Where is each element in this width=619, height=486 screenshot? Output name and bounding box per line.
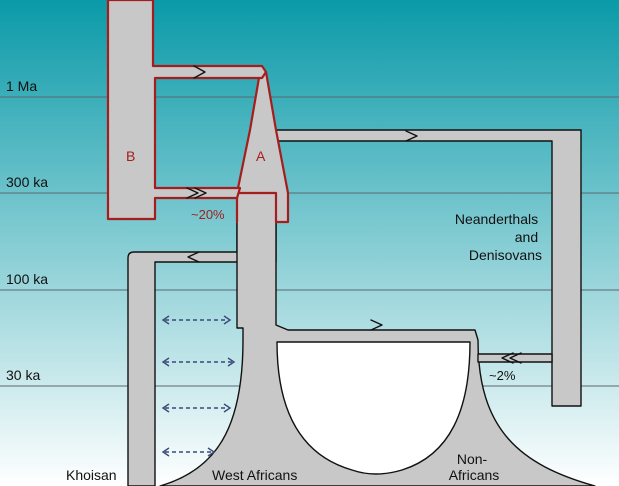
population-b xyxy=(106,0,268,221)
arrow-nd-to-nonafr-2 xyxy=(509,352,522,364)
arrow-b-upper xyxy=(193,65,206,79)
arrow-b-to-a-2 xyxy=(194,187,207,199)
arrow-to-neanderthals xyxy=(405,130,418,142)
label-admixture-nd: ~2% xyxy=(489,368,516,383)
time-label-1ma: 1 Ma xyxy=(6,78,37,94)
label-non-africans: Non- Africans xyxy=(449,451,500,483)
label-west-africans: West Africans xyxy=(212,467,297,483)
population-neanderthals-denisovans xyxy=(261,129,582,407)
label-khoisan: Khoisan xyxy=(66,467,117,483)
gene-flow-arrow xyxy=(161,447,216,457)
arrow-to-nonafricans xyxy=(370,319,383,331)
time-label-300ka: 300 ka xyxy=(6,174,48,190)
label-population-a: A xyxy=(256,148,266,164)
admixture-band-nd xyxy=(477,353,553,363)
arrow-to-khoisan xyxy=(187,251,200,263)
arrow-b-to-a-1 xyxy=(186,187,199,199)
gene-flow-arrow xyxy=(161,403,232,413)
label-neanderthals: Neanderthals and Denisovans xyxy=(455,211,542,263)
label-admixture-b-to-a: ~20% xyxy=(191,207,225,222)
gene-flow-arrow xyxy=(161,315,232,325)
gene-flow-arrow xyxy=(161,357,236,367)
label-population-b: B xyxy=(126,148,135,164)
arrow-nd-to-nonafr-1 xyxy=(501,352,514,364)
gene-flow-arrows xyxy=(161,315,236,457)
time-label-30ka: 30 ka xyxy=(6,367,40,383)
gap-wa-nonafr xyxy=(276,341,471,475)
time-label-100ka: 100 ka xyxy=(6,271,48,287)
